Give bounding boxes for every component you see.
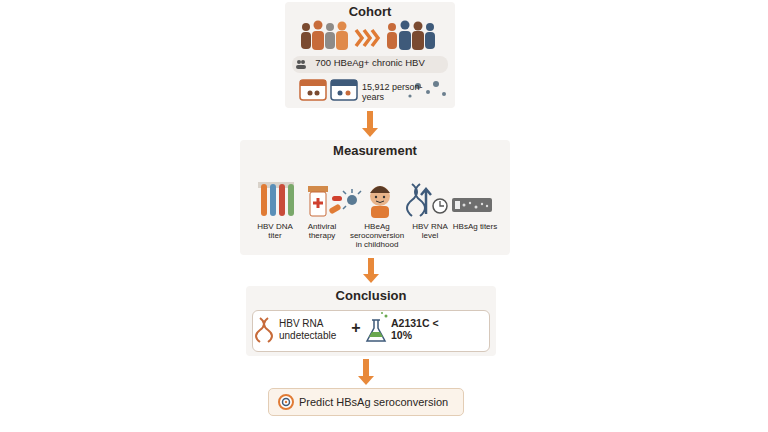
calendar-icons — [300, 80, 357, 100]
dna-clock — [407, 184, 447, 216]
node-text: HBsAg titers — [452, 222, 498, 231]
section-heading: Conclusion — [246, 289, 496, 304]
count-pill: 700 HBeAg+ chronic HBV — [292, 56, 448, 73]
section-panel: Cohort 15,912 person-years 700 HBeAg+ chro… — [285, 2, 455, 108]
conclusion-box: HBV RNA undetectable + A2131C < 10% — [252, 310, 490, 352]
titer-strip — [452, 198, 492, 212]
flow-arrow — [363, 258, 379, 283]
node-text: Predict HBsAg seroconversion — [299, 396, 448, 409]
node-text: + — [349, 319, 363, 337]
section-heading: Measurement — [240, 144, 510, 159]
node-text: A2131C < 10% — [391, 317, 441, 341]
dna-icon — [256, 318, 272, 342]
node-text: 700 HBeAg+ chronic HBV — [292, 58, 448, 69]
section-panel: MeasurementHBV DNA titerAntiviral therap… — [240, 140, 510, 255]
test-tubes — [258, 182, 294, 216]
flow-arrow — [358, 359, 374, 385]
people-icons — [301, 21, 435, 51]
node-text: HBV RNA level — [410, 222, 450, 240]
section-panel: ConclusionHBV RNA undetectable + A2131C < … — [246, 286, 496, 356]
pill-people-icon — [296, 60, 306, 69]
virus-child — [343, 186, 390, 218]
node-text: HBeAg seroconversion in childhood — [346, 222, 408, 250]
flask-icon — [367, 312, 388, 341]
node-text: HBV RNA undetectable — [279, 318, 343, 341]
virus-dots — [408, 81, 446, 98]
pill-bottle — [308, 186, 342, 216]
outcome-box: Predict HBsAg seroconversion — [268, 388, 464, 416]
target-icon — [279, 395, 293, 409]
section-heading: Cohort — [285, 5, 455, 20]
node-text: 15,912 person-years — [362, 82, 424, 103]
node-text: Antiviral therapy — [300, 222, 344, 240]
flow-arrow — [362, 111, 378, 137]
node-text: HBV DNA titer — [252, 222, 298, 240]
